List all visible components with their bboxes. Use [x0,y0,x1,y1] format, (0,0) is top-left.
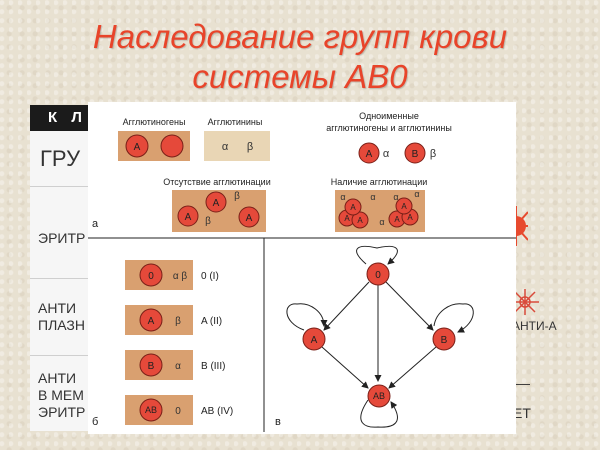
node-b: B [432,327,456,351]
same-name-cell-a [358,142,380,164]
panel-letter-v: в [275,416,281,428]
absence-cell [177,205,199,227]
alpha-label: α [222,141,229,153]
group-cell [139,308,163,332]
agglutinins-label: Агглютинины [208,117,263,127]
presence-alpha: α [393,192,398,202]
same-name-beta: β [430,148,436,160]
group-row-a: A β A (II) [125,305,222,335]
background-row-text: ЭРИТР [38,404,86,420]
background-dash-text: — [516,375,530,391]
group-label: A (II) [201,316,222,327]
background-row-text: ПЛАЗН [38,317,85,333]
beta-label: β [247,141,253,153]
same-name-alpha: α [383,148,390,160]
group-antigen: A [148,316,155,327]
agglutinins-box [204,131,270,161]
group-label: AB (IV) [201,406,233,417]
group-antigen: AB [145,405,157,415]
background-anti-a-text: АНТИ-А [512,319,557,333]
svg-text:AB: AB [373,391,385,401]
background-right-text: ЕТ [513,405,531,421]
presence-alpha: α [340,192,345,202]
absence-cell-label: A [246,213,253,224]
background-row-text: ЭРИТР [38,230,86,246]
group-cell [139,353,163,377]
background-row-text: АНТИ [38,370,77,386]
panel-letter-b: б [92,416,98,428]
group-antibodies: α [175,361,181,372]
absence-label: Отсутствие агглютинации [163,177,271,187]
presence-label: Наличие агглютинации [331,177,428,187]
presence-alpha: α [414,189,419,199]
svg-text:A: A [344,214,350,223]
same-name-cell-a-label: A [366,149,373,160]
background-row-text: ГРУ [40,146,81,171]
panel-letter-a: а [92,218,99,230]
absence-beta: β [234,191,240,202]
absence-cell [238,206,260,228]
group-row-ab: AB 0 AB (IV) [125,395,233,425]
transfusion-arrows [286,245,474,428]
presence-alpha: α [379,217,384,227]
same-name-label-2: агглютиногены и агглютинины [326,123,452,133]
group-label: B (III) [201,361,225,372]
cell-b [160,134,184,158]
absence-cell-label: A [213,198,220,209]
absence-beta: β [205,216,211,227]
background-row-text: В МЕМ [38,387,84,403]
agglutinogens-label: Агглютиногены [123,117,186,127]
presence-alpha: α [370,192,375,202]
svg-text:A: A [401,202,407,211]
same-name-label-1: Одноименные [359,111,419,121]
svg-text:A: A [407,213,413,222]
svg-text:A: A [350,203,356,212]
same-name-cell-b-label: B [412,149,419,160]
svg-text:0: 0 [375,270,381,281]
same-name-cell-b [404,142,426,164]
node-a: A [302,327,326,351]
group-row-0: 0 α β 0 (I) [125,260,219,290]
node-0: 0 [366,262,390,286]
background-header-left: К Л [48,109,87,126]
group-antibodies: β [175,316,181,327]
absence-cell [205,191,227,213]
group-antigen: 0 [148,271,154,282]
agglutinated-cluster-left: A A A [338,198,369,229]
cell-a [125,134,149,158]
group-row-b: B α B (III) [125,350,225,380]
group-antibodies: 0 [175,406,181,417]
node-ab: AB [367,384,391,408]
page-title-line-1: Наследование групп крови [92,18,508,55]
svg-text:A: A [394,215,400,224]
cell-a-label: A [134,142,141,153]
group-cell [139,263,163,287]
background-row-text: АНТИ [38,300,77,316]
group-antibodies: α β [173,271,188,282]
svg-text:A: A [311,335,318,346]
group-cell [139,398,163,422]
absence-cell-label: A [185,212,192,223]
agglutinated-cluster-right: A A A [388,197,419,228]
svg-text:A: A [357,216,363,225]
group-label: 0 (I) [201,271,219,282]
group-antigen: B [148,361,155,372]
svg-text:B: B [441,335,448,346]
page-title-line-2: системы АВ0 [192,58,408,95]
